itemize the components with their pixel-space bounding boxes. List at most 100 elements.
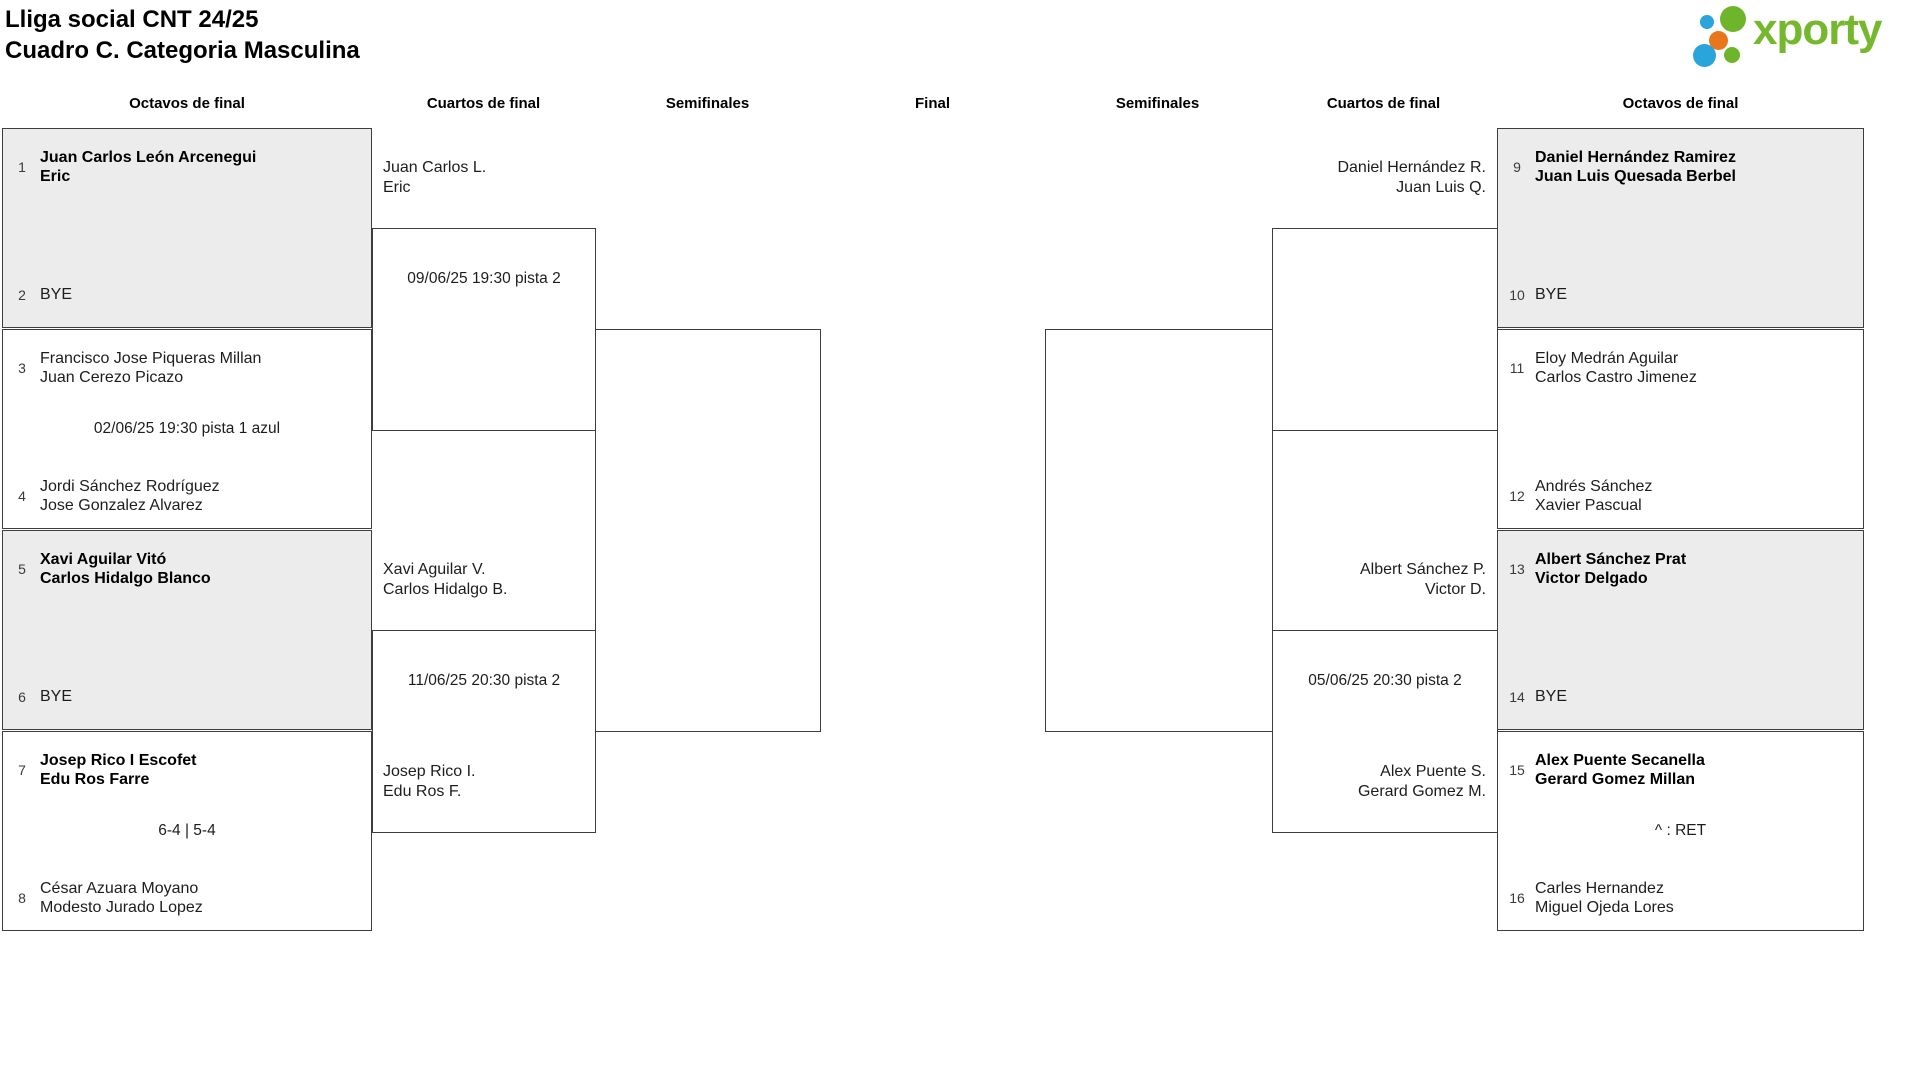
- xporty-logo[interactable]: xporty: [1693, 2, 1913, 72]
- team-slot: 12 Andrés Sánchez Xavier Pascual: [1504, 464, 1857, 528]
- player-name: Alex Puente Secanella: [1535, 751, 1705, 769]
- round-header-semifinales-right: Semifinales: [1115, 95, 1200, 112]
- seed-number: 7: [18, 762, 26, 778]
- seed-number: 6: [18, 689, 26, 705]
- seed-number: 13: [1509, 561, 1525, 577]
- quarterfinal-box-right-bottom: [1272, 630, 1498, 833]
- team-slot: 6 BYE: [9, 665, 365, 729]
- player-name: Andrés Sánchez: [1535, 477, 1653, 495]
- qf-entrant-right-top: Daniel Hernández R. Juan Luis Q.: [1272, 158, 1486, 197]
- player-name: Josep Rico I.: [383, 763, 476, 780]
- team-slot: 8 César Azuara Moyano Modesto Jurado Lop…: [9, 866, 365, 930]
- match-box-9-10: 9 Daniel Hernández Ramirez Juan Luis Que…: [1497, 128, 1864, 328]
- team-slot: 16 Carles Hernandez Miguel Ojeda Lores: [1504, 866, 1857, 930]
- team-names: Jordi Sánchez Rodríguez Jose Gonzalez Al…: [40, 477, 220, 516]
- player-name: Jose Gonzalez Alvarez: [40, 497, 203, 514]
- player-name: BYE: [1535, 688, 1568, 706]
- player-name: Juan Luis Q.: [1396, 178, 1486, 196]
- logo-dot-blue-small-icon: [1700, 15, 1714, 29]
- player-name: Modesto Jurado Lopez: [40, 899, 203, 916]
- team-slot: 5 Xavi Aguilar Vitó Carlos Hidalgo Blanc…: [9, 537, 365, 601]
- team-slot: 9 Daniel Hernández Ramirez Juan Luis Que…: [1504, 135, 1857, 199]
- team-slot: 14 BYE: [1504, 665, 1857, 729]
- player-name: Juan Luis Quesada Berbel: [1535, 168, 1736, 185]
- tournament-title: Lliga social CNT 24/25 Cuadro C. Categor…: [5, 4, 360, 66]
- qf-entrant-left-bottom-second: Josep Rico I. Edu Ros F.: [383, 762, 593, 801]
- team-names: Daniel Hernández Ramirez Juan Luis Quesa…: [1535, 148, 1736, 187]
- quarterfinal-box-left-top: [372, 228, 596, 431]
- player-name: Albert Sánchez Prat: [1535, 550, 1687, 568]
- player-name: Jordi Sánchez Rodríguez: [40, 477, 220, 495]
- team-slot: 13 Albert Sánchez Prat Victor Delgado: [1504, 537, 1857, 601]
- team-names: Xavi Aguilar Vitó Carlos Hidalgo Blanco: [40, 550, 211, 589]
- player-name: Gerard Gomez M.: [1357, 782, 1486, 800]
- semifinal-box-right: [1045, 329, 1273, 732]
- team-names: BYE: [1535, 285, 1567, 305]
- match-box-3-4: 3 Francisco Jose Piqueras Millan Juan Ce…: [2, 329, 372, 529]
- player-name: Victor Delgado: [1535, 570, 1648, 587]
- player-name: Carles Hernandez: [1535, 879, 1664, 897]
- seed-number: 8: [18, 890, 26, 906]
- match-box-13-14: 13 Albert Sánchez Prat Victor Delgado 14…: [1497, 530, 1864, 730]
- seed-number: 4: [18, 488, 26, 504]
- team-names: BYE: [40, 687, 72, 707]
- player-name: Alex Puente S.: [1380, 763, 1486, 780]
- round-header-octavos-left: Octavos de final: [129, 95, 245, 112]
- team-slot: 7 Josep Rico I Escofet Edu Ros Farre: [9, 738, 365, 802]
- qf-schedule-left-bottom: 11/06/25 20:30 pista 2: [407, 672, 561, 689]
- seed-number: 9: [1513, 159, 1521, 175]
- seed-number: 1: [18, 159, 26, 175]
- qf-schedule-right-bottom: 05/06/25 20:30 pista 2: [1308, 672, 1462, 689]
- tournament-title-line1: Lliga social CNT 24/25: [5, 6, 259, 33]
- player-name: Carlos Hidalgo Blanco: [40, 570, 211, 587]
- team-slot: 11 Eloy Medrán Aguilar Carlos Castro Jim…: [1504, 336, 1857, 400]
- player-name: César Azuara Moyano: [40, 879, 199, 897]
- player-name: Carlos Castro Jimenez: [1535, 369, 1697, 386]
- qf-entrant-right-bottom: Albert Sánchez P. Victor D.: [1272, 560, 1486, 599]
- match-schedule-note: 02/06/25 19:30 pista 1 azul: [93, 420, 281, 437]
- player-name: Edu Ros F.: [383, 782, 462, 800]
- team-names: Francisco Jose Piqueras Millan Juan Cere…: [40, 349, 261, 388]
- qf-entrant-right-bottom-second: Alex Puente S. Gerard Gomez M.: [1272, 762, 1486, 801]
- match-retirement-note: ^ : RET: [1654, 822, 1707, 839]
- player-name: Edu Ros Farre: [40, 771, 150, 788]
- player-name: Juan Cerezo Picazo: [40, 369, 184, 386]
- match-box-15-16: 15 Alex Puente Secanella Gerard Gomez Mi…: [1497, 731, 1864, 931]
- seed-number: 2: [18, 287, 26, 303]
- seed-number: 16: [1509, 890, 1525, 906]
- round-header-octavos-right: Octavos de final: [1622, 95, 1739, 112]
- semifinal-box-left: [595, 329, 821, 732]
- match-box-7-8: 7 Josep Rico I Escofet Edu Ros Farre 6-4…: [2, 731, 372, 931]
- player-name: Gerard Gomez Millan: [1535, 771, 1696, 788]
- logo-dot-green-small-icon: [1724, 47, 1740, 63]
- round-header-cuartos-right: Cuartos de final: [1326, 95, 1441, 112]
- team-names: Carles Hernandez Miguel Ojeda Lores: [1535, 879, 1674, 918]
- player-name: BYE: [40, 688, 73, 706]
- team-names: Albert Sánchez Prat Victor Delgado: [1535, 550, 1686, 589]
- seed-number: 12: [1509, 488, 1525, 504]
- player-name: Daniel Hernández R.: [1337, 159, 1486, 176]
- player-name: Eloy Medrán Aguilar: [1535, 349, 1679, 367]
- round-header-final: Final: [914, 95, 950, 112]
- player-name: Francisco Jose Piqueras Millan: [40, 349, 262, 367]
- seed-number: 11: [1509, 360, 1525, 376]
- team-names: BYE: [1535, 687, 1567, 707]
- logo-dot-orange-icon: [1709, 31, 1728, 50]
- seed-number: 15: [1509, 762, 1525, 778]
- player-name: Xavi Aguilar V.: [383, 561, 486, 578]
- team-names: Juan Carlos León Arcenegui Eric: [40, 148, 256, 187]
- player-name: Victor D.: [1424, 580, 1486, 598]
- team-names: Alex Puente Secanella Gerard Gomez Milla…: [1535, 751, 1705, 790]
- player-name: BYE: [1535, 286, 1568, 304]
- team-names: Eloy Medrán Aguilar Carlos Castro Jimene…: [1535, 349, 1697, 388]
- qf-entrant-left-bottom: Xavi Aguilar V. Carlos Hidalgo B.: [383, 560, 593, 599]
- player-name: Juan Carlos León Arcenegui: [40, 148, 257, 166]
- player-name: Daniel Hernández Ramirez: [1535, 148, 1736, 166]
- seed-number: 5: [18, 561, 26, 577]
- player-name: Carlos Hidalgo B.: [383, 580, 508, 598]
- match-box-5-6: 5 Xavi Aguilar Vitó Carlos Hidalgo Blanc…: [2, 530, 372, 730]
- player-name: BYE: [40, 286, 73, 304]
- logo-dot-blue-large-icon: [1693, 44, 1716, 67]
- player-name: Xavier Pascual: [1535, 497, 1642, 514]
